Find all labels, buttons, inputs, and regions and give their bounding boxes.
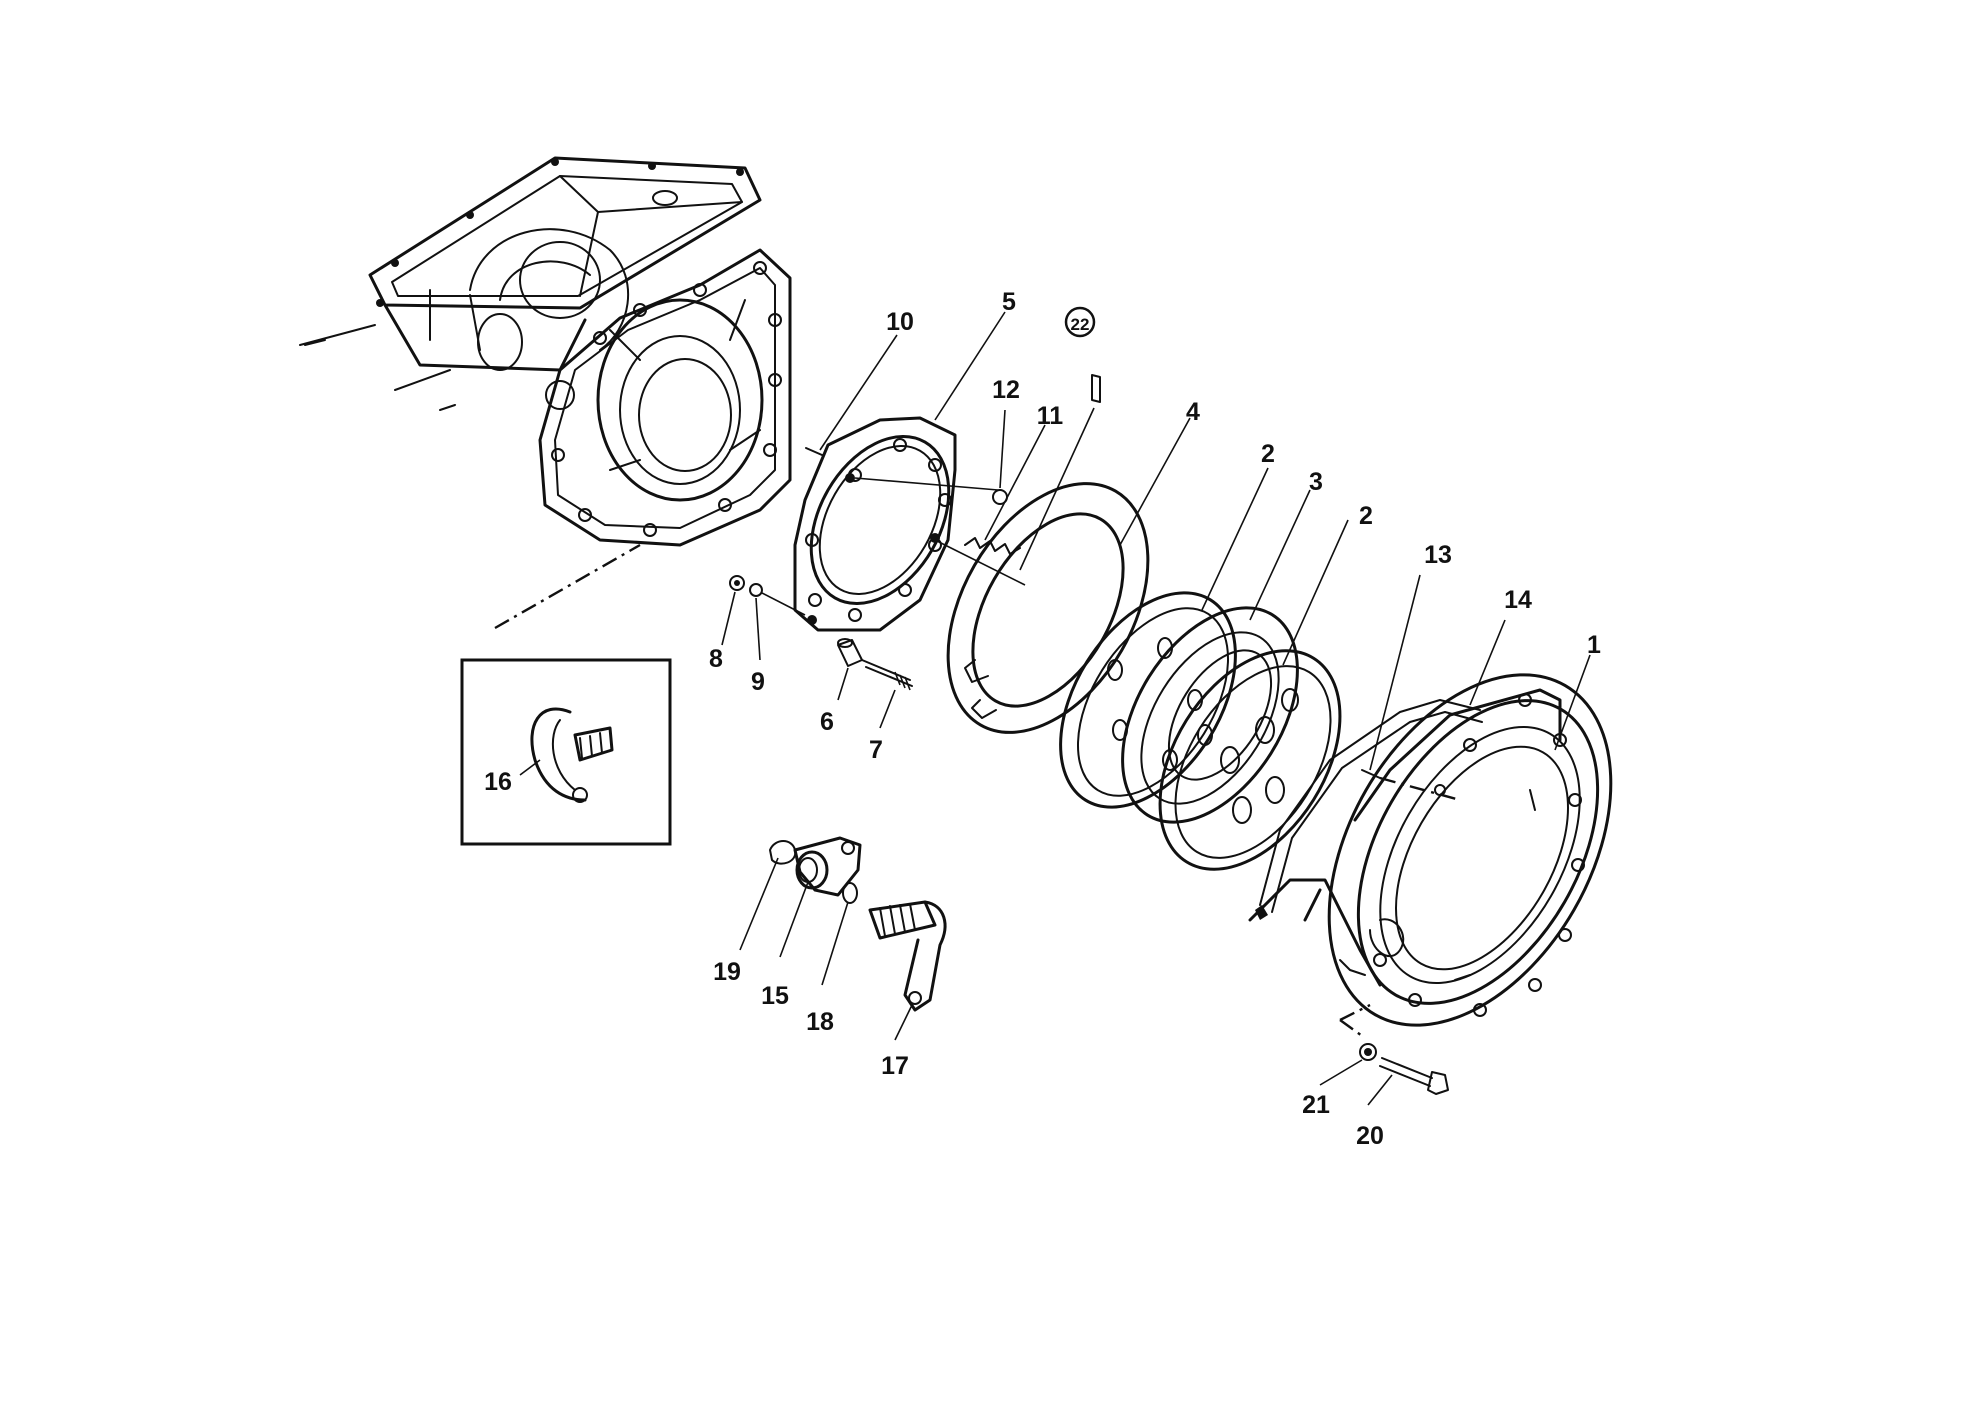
housing-axis-line bbox=[494, 543, 641, 630]
housing-part-15 bbox=[793, 836, 862, 897]
callout-2b: 2 bbox=[1359, 502, 1373, 530]
callout-21: 21 bbox=[1302, 1091, 1330, 1119]
transmission-housing bbox=[299, 156, 792, 547]
callout-4: 4 bbox=[1186, 398, 1200, 426]
leader-lines bbox=[519, 311, 1591, 1106]
gasket-part-19 bbox=[769, 840, 797, 865]
brake-carrier-plate bbox=[793, 416, 957, 632]
spring-part-11 bbox=[934, 537, 1026, 586]
callout-10: 10 bbox=[886, 308, 914, 336]
shaft-lever-part-17 bbox=[868, 900, 947, 1012]
callout-6: 6 bbox=[820, 708, 834, 736]
callout-7: 7 bbox=[869, 736, 883, 764]
bolt-part-20 bbox=[1379, 1057, 1449, 1095]
callout-1: 1 bbox=[1587, 631, 1601, 659]
callout-20: 20 bbox=[1356, 1122, 1384, 1150]
callout-16: 16 bbox=[484, 768, 512, 796]
washer-part-9 bbox=[749, 583, 763, 597]
bolt-part-7 bbox=[861, 659, 913, 691]
callout-3: 3 bbox=[1309, 468, 1323, 496]
callout-18: 18 bbox=[806, 1008, 834, 1036]
lever-assembly bbox=[769, 836, 947, 1012]
callout-15: 15 bbox=[761, 982, 789, 1010]
callout-9: 9 bbox=[751, 668, 765, 696]
ring-part-18 bbox=[842, 882, 858, 904]
washer-part-21 bbox=[1359, 1043, 1377, 1061]
callout-8: 8 bbox=[709, 645, 723, 673]
callout-11: 11 bbox=[1037, 402, 1064, 430]
brake-housing-1 bbox=[1248, 673, 1613, 1027]
callout-14: 14 bbox=[1504, 586, 1532, 614]
brake-plate-2-rear bbox=[1158, 649, 1342, 871]
bushing-part-6 bbox=[837, 638, 863, 667]
callout-13: 13 bbox=[1424, 541, 1452, 569]
callout-5: 5 bbox=[1002, 288, 1016, 316]
inset-detail-box bbox=[460, 658, 672, 846]
callout-12: 12 bbox=[992, 376, 1020, 404]
callout-2a: 2 bbox=[1261, 440, 1275, 468]
callout-22-circled: 22 bbox=[1064, 306, 1096, 338]
pin-part-13 bbox=[1361, 769, 1381, 779]
nut-part-8 bbox=[729, 575, 745, 591]
callout-labels: 1 2 2 3 4 5 6 7 8 9 10 11 12 13 14 15 16… bbox=[484, 288, 1601, 1150]
callout-19: 19 bbox=[713, 958, 741, 986]
callout-22: 22 bbox=[1071, 315, 1090, 334]
callout-17: 17 bbox=[881, 1052, 909, 1080]
pin-part-10 bbox=[805, 447, 823, 456]
